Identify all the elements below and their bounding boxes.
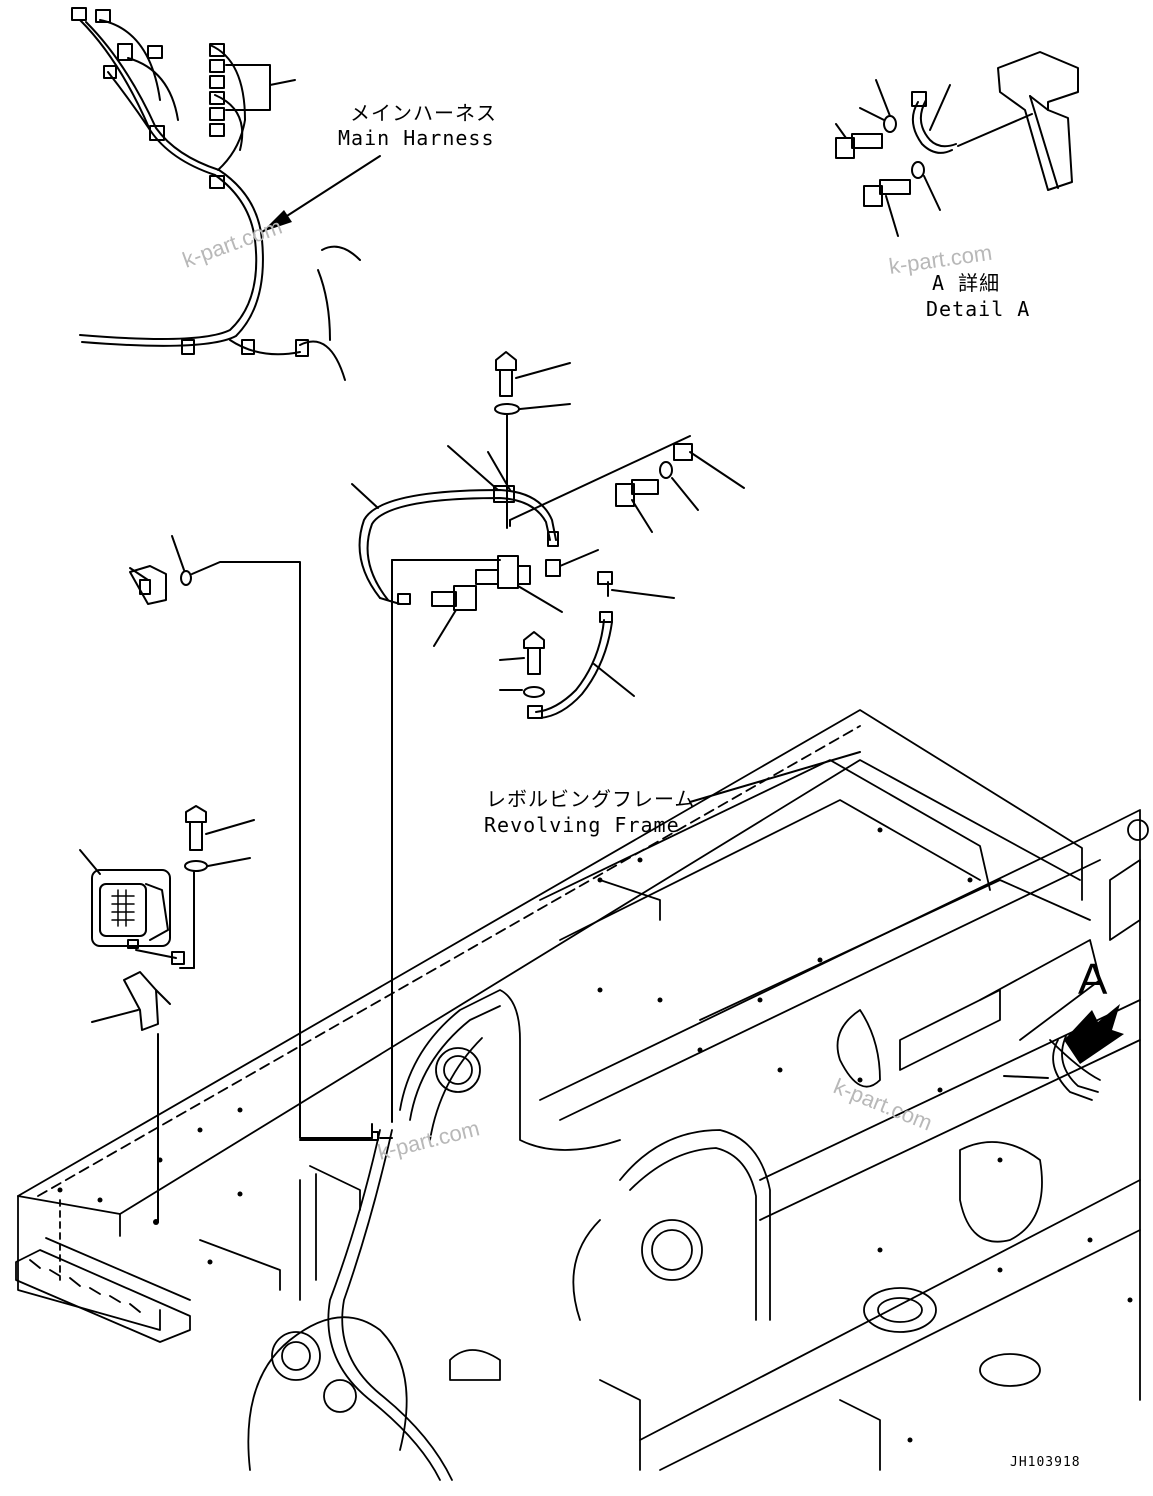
main-harness: [71, 7, 361, 381]
relay-harness-group: [351, 351, 745, 719]
revolving-frame: [15, 709, 1149, 1481]
watermark: k-part.com: [179, 214, 285, 273]
revolving-frame-label-en: Revolving Frame: [484, 813, 680, 837]
revolving-frame-label-jp: レボルビングフレーム: [486, 787, 695, 811]
detail-a: [835, 51, 1079, 237]
work-lamp-assembly: [79, 535, 393, 1223]
view-arrow-icon: [1064, 1004, 1124, 1064]
detail-a-label-en: Detail A: [926, 297, 1030, 321]
frame-rivets: [57, 827, 1133, 1443]
leader-arrow-icon: [262, 210, 292, 232]
watermark: k-part.com: [375, 1115, 482, 1164]
main-harness-label-jp: メインハーネス: [350, 101, 497, 125]
work-lamp-icon: [91, 869, 171, 947]
revolving-frame-leader: [689, 751, 861, 803]
view-marker-label: A: [1078, 955, 1108, 1004]
drawing-code: JH103918: [1010, 1455, 1081, 1470]
main-harness-label-en: Main Harness: [338, 126, 495, 150]
detail-a-label-jp: A 詳細: [932, 271, 1000, 295]
